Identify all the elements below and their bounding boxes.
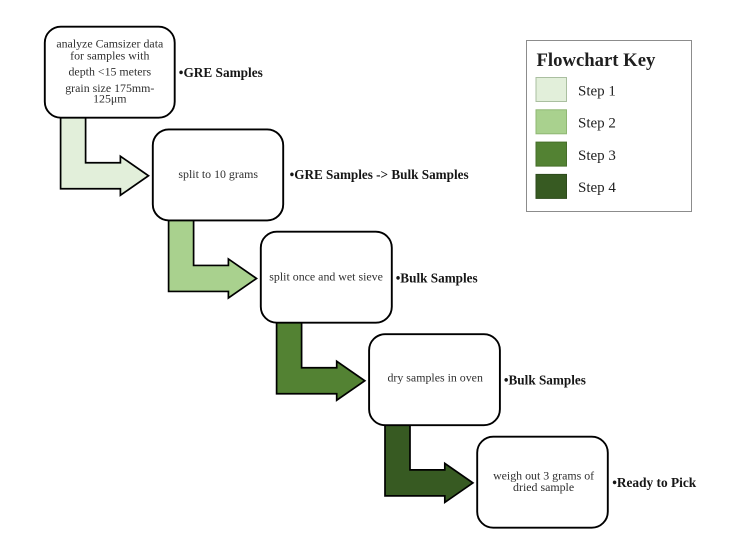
svg-text:•GRE Samples -> Bulk Samples: •GRE Samples -> Bulk Samples [290, 168, 470, 183]
svg-text:weigh out 3 grams of: weigh out 3 grams of [493, 469, 594, 483]
svg-text:split once and wet sieve: split once and wet sieve [269, 270, 383, 284]
svg-text:Step 2: Step 2 [578, 116, 616, 132]
svg-text:analyze Camsizer data: analyze Camsizer data [56, 36, 164, 50]
svg-text:dried sample: dried sample [513, 480, 574, 494]
svg-text:depth <15 meters: depth <15 meters [68, 65, 151, 79]
svg-text:Step 3: Step 3 [578, 148, 616, 164]
svg-text:for samples with: for samples with [70, 48, 149, 62]
svg-text:Step 1: Step 1 [578, 83, 616, 99]
svg-text:grain size 175mm-: grain size 175mm- [65, 81, 154, 95]
svg-text:•Ready to Pick: •Ready to Pick [612, 476, 696, 491]
svg-text:125μm: 125μm [93, 92, 127, 106]
svg-text:dry samples in oven: dry samples in oven [387, 371, 482, 385]
svg-text:•Bulk Samples: •Bulk Samples [504, 374, 587, 389]
svg-text:split to 10 grams: split to 10 grams [178, 167, 258, 181]
svg-text:•GRE Samples: •GRE Samples [179, 66, 264, 81]
svg-text:Step 4: Step 4 [578, 180, 616, 196]
svg-text:Flowchart Key: Flowchart Key [537, 50, 656, 71]
svg-text:•Bulk Samples: •Bulk Samples [396, 271, 479, 286]
